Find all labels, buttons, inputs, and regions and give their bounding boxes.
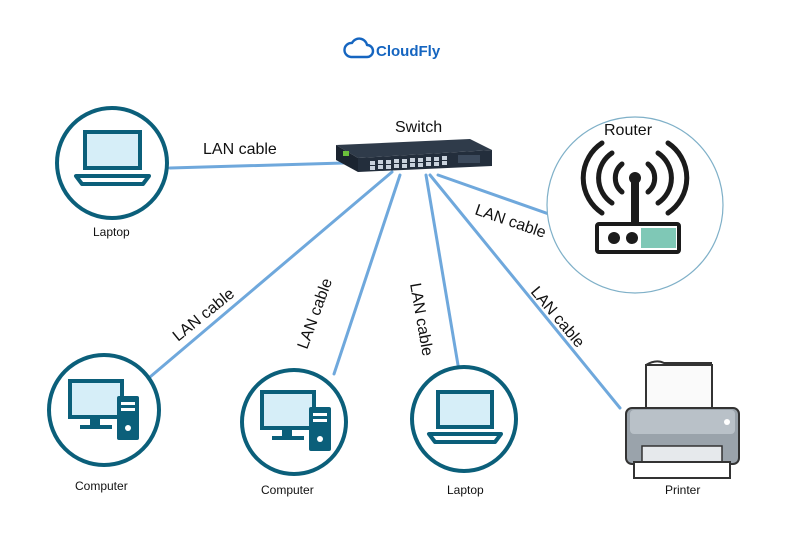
printer-node: Printer [625,360,740,497]
network-switch-icon [336,139,492,172]
cable-laptop-bottom [424,173,460,367]
computer-1-node: Computer [47,353,161,493]
computer-1-label: Computer [75,479,128,493]
desktop-computer-icon [260,390,331,451]
laptop-icon [74,130,151,186]
cable-label-printer: LAN cable [527,284,588,352]
brand-name: CloudFly [376,43,441,60]
router-label: Router [604,122,653,139]
laptop-bottom-node: Laptop [410,365,518,497]
cable-label-computer-1: LAN cable [170,285,238,345]
switch-label: Switch [395,119,442,136]
desktop-computer-icon [68,379,139,440]
computer-2-label: Computer [261,483,314,497]
cable-computer-2 [332,173,402,376]
cable-printer [428,173,622,410]
cable-computer-1 [148,170,394,379]
printer-icon [625,360,740,479]
cable-label-laptop: LAN cable [203,141,277,158]
cable-label-computer-2: LAN cable [295,276,336,351]
cables [148,160,622,410]
switch-node: Switch [336,119,492,172]
printer-label: Printer [665,483,700,497]
cloud-icon [343,37,375,59]
cable-label-laptop-bottom: LAN cable [406,282,436,358]
laptop-bottom-label: Laptop [447,483,484,497]
laptop-top-node: Laptop [55,106,169,239]
computer-2-node: Computer [240,368,348,497]
router-node: Router [546,116,724,294]
brand-logo: CloudFly [343,37,441,60]
wireless-router-icon [580,140,690,254]
cable-label-router: LAN cable [473,202,548,242]
laptop-top-label: Laptop [93,225,130,239]
laptop-icon [427,390,503,444]
